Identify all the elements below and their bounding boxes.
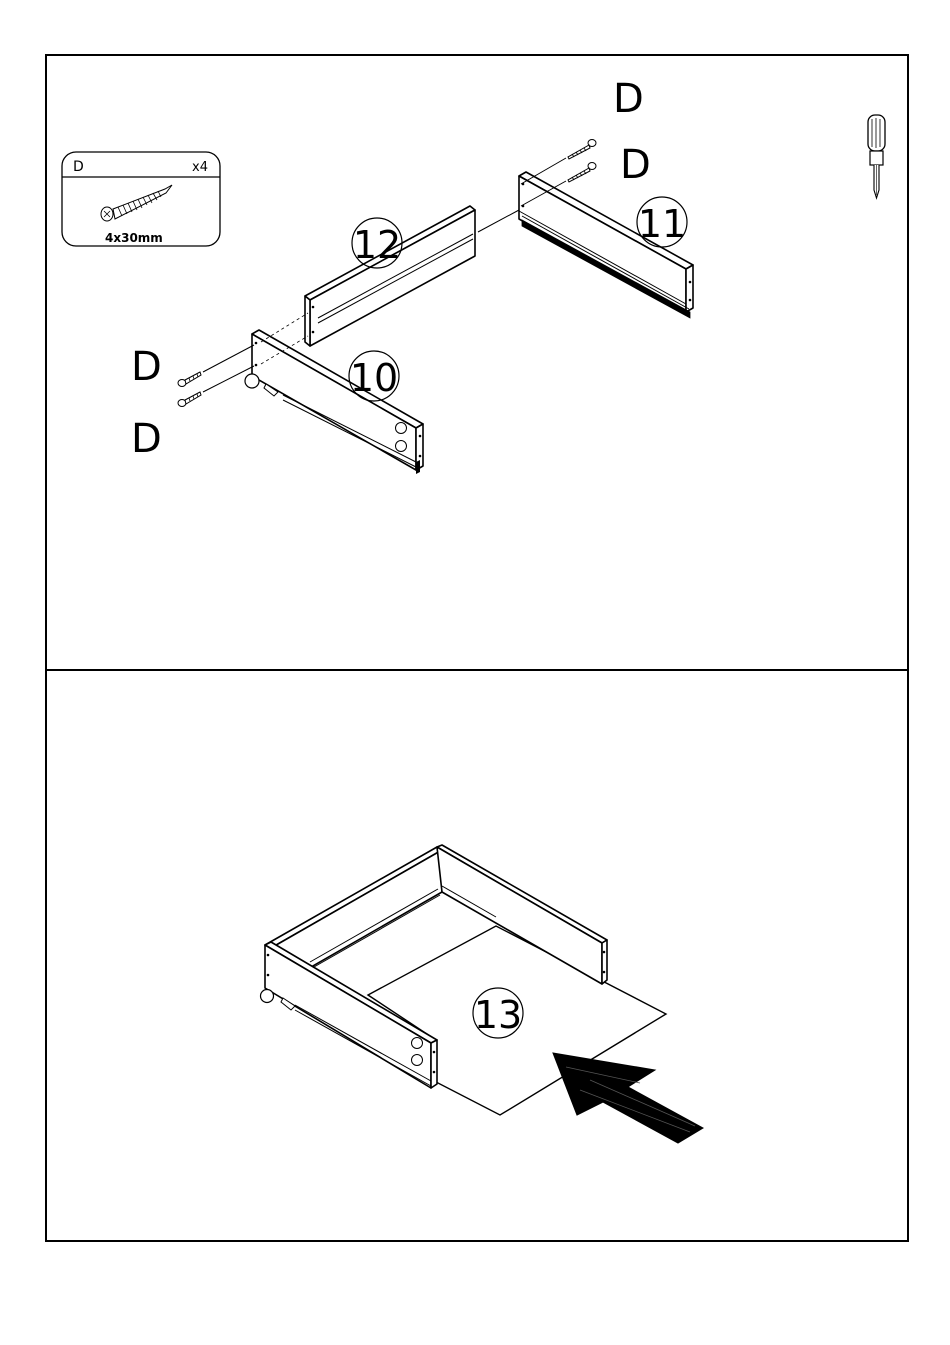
screw-label-d: D xyxy=(131,416,162,462)
screwdriver-icon xyxy=(868,115,885,198)
part-number-label: 12 xyxy=(353,223,401,267)
hardware-quantity: x4 xyxy=(192,160,208,175)
part-number-label: 13 xyxy=(474,993,522,1037)
panel-1-frame xyxy=(46,55,908,670)
screw-icon xyxy=(568,140,596,160)
screw-label-d: D xyxy=(613,76,644,122)
hardware-letter: D xyxy=(73,159,84,175)
screw-label-d: D xyxy=(131,344,162,390)
part-number-label: 10 xyxy=(350,356,398,400)
screw-icon xyxy=(178,372,201,387)
left-side-panel xyxy=(245,330,423,474)
step-panel-2: 13 xyxy=(46,670,908,1241)
hardware-size: 4x30mm xyxy=(105,231,163,245)
part-number-label: 11 xyxy=(638,202,686,246)
hardware-box: D x4 4x30mm xyxy=(62,152,220,246)
screw-icon xyxy=(178,392,201,407)
step-panel-1: D x4 4x30mm D D D D xyxy=(46,55,908,670)
screw-icon xyxy=(568,163,596,183)
screw-icon xyxy=(101,185,172,221)
insert-arrow-icon xyxy=(553,1053,703,1143)
screw-label-d: D xyxy=(620,142,651,188)
